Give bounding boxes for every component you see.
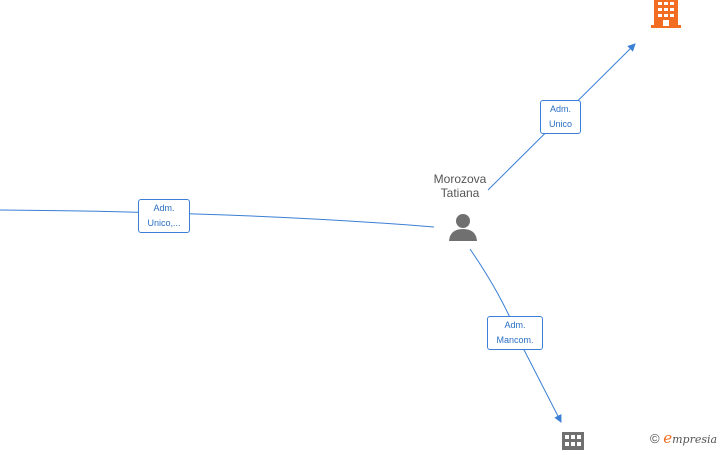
empresia-logo: © empresia <box>650 429 717 447</box>
edge-label-line1: Adm. <box>549 104 571 114</box>
person-name[interactable]: Morozova Tatiana <box>420 172 500 200</box>
edge-label-adm-unico[interactable]: Adm. Unico <box>540 100 581 134</box>
copyright-symbol: © <box>650 431 660 446</box>
person-name-line2: Tatiana <box>440 186 480 200</box>
edge-label-line1: Adm. <box>504 320 526 330</box>
edge-label-line1: Adm. <box>153 203 175 213</box>
brand-initial: e <box>663 429 673 447</box>
edge-label-adm-mancom[interactable]: Adm. Mancom. <box>487 316 543 350</box>
person-name-line1: Morozova <box>433 172 487 186</box>
brand-name: mpresia <box>672 433 718 446</box>
edge-line-adm-unico-multi <box>0 209 435 228</box>
edge-label-line2: Unico,... <box>147 218 181 228</box>
edge-label-adm-unico-multi[interactable]: Adm. Unico,... <box>138 199 190 233</box>
building-icon-highlight[interactable] <box>650 0 682 28</box>
edge-label-line2: Mancom. <box>496 335 534 345</box>
edge-label-line2: Unico <box>548 119 572 129</box>
person-icon[interactable] <box>448 212 478 242</box>
building-icon[interactable] <box>561 432 585 450</box>
